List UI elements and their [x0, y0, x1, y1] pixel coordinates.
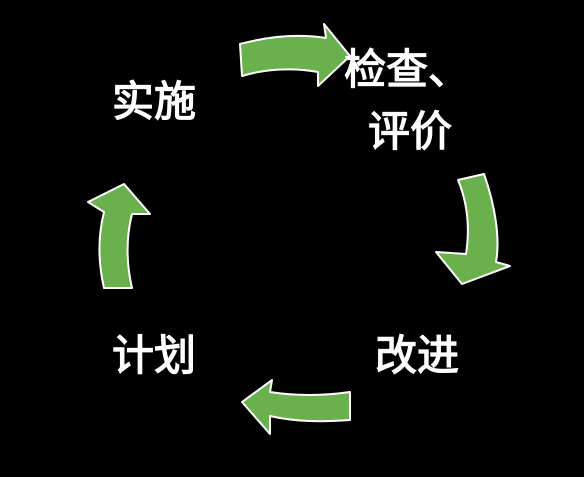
arrow-plan-to-do — [87, 183, 151, 289]
arrow-do-to-check — [239, 23, 351, 87]
arrow-act-to-plan — [241, 379, 351, 435]
stage-label-check-line2: 评价 — [368, 107, 453, 156]
stage-label-check-line1: 检查、 — [344, 45, 471, 94]
stage-label-act: 改进 — [375, 331, 460, 380]
stage-label-do: 实施 — [112, 77, 197, 126]
stage-label-plan: 计划 — [112, 331, 197, 380]
arrow-check-to-act — [435, 173, 511, 285]
